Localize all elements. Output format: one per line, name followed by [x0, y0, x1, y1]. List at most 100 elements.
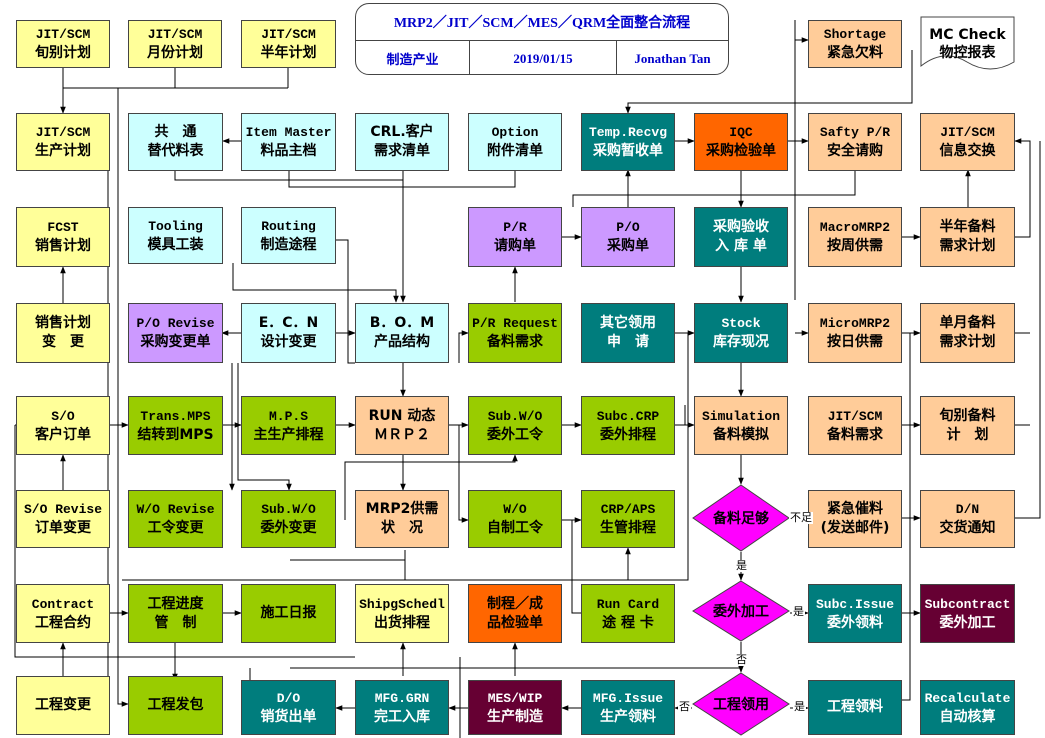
box-label-line: MC Check	[929, 27, 1006, 43]
box-label-line: JIT/SCM	[827, 408, 883, 424]
box-label-line: 模具工装	[147, 236, 204, 253]
box-label-line: Sub.W/O	[261, 502, 316, 517]
box-label-line: Simulation	[701, 408, 780, 424]
other-issue-box[interactable]: 其它领用申 请	[581, 303, 675, 363]
box-label-line: 其它领用	[600, 315, 656, 331]
no-label: 否	[735, 653, 748, 666]
pr-request-box[interactable]: P/R Request 备料需求	[468, 303, 562, 363]
box-label-line: 生产制造	[487, 708, 543, 725]
box-label-line: P/R	[503, 220, 527, 235]
box-label-line: 自制工令	[487, 520, 543, 536]
tooling-box[interactable]: Tooling 模具工装	[128, 207, 223, 264]
crl-customer-demand-box[interactable]: CRL.客户需求清单	[355, 113, 449, 171]
ten-day-material-plan-box[interactable]: 旬别备料计 划	[920, 396, 1015, 455]
box-label-line: 施工日报	[260, 605, 317, 621]
box-label-line: Tooling	[148, 218, 203, 234]
box-label-line: Subcontract	[924, 596, 1011, 612]
half-year-material-plan-box[interactable]: 半年备料需求计划	[920, 207, 1015, 267]
box-label-line: 完工入库	[374, 708, 430, 725]
sales-plan-change-box[interactable]: 销售计划变 更	[16, 303, 110, 363]
box-label-line: 委外领料	[827, 614, 883, 631]
material-enough-decision[interactable]: 备料足够	[692, 484, 790, 552]
outsource-decision[interactable]: 委外加工	[692, 580, 790, 642]
box-label-line: MRP2供需	[365, 501, 439, 517]
daily-report-box[interactable]: 施工日报	[241, 584, 336, 643]
engineering-change-box[interactable]: 工程变更	[16, 676, 110, 735]
decision-label: 工程领用	[713, 697, 769, 713]
box-label-line: 生产计划	[35, 143, 91, 159]
industry-label: 制造产业	[356, 41, 470, 74]
box-label-line: 计 划	[946, 426, 989, 443]
box-label-line: 工程发包	[147, 697, 204, 713]
box-label-line: 需求清单	[374, 143, 430, 159]
box-label-line: P/R Request	[472, 316, 558, 331]
common-substitute-box[interactable]: 共 通替代料表	[128, 113, 223, 171]
box-label-line: 交货通知	[939, 520, 996, 536]
box-label-line: 委外变更	[260, 520, 317, 536]
box-label-line: 替代料表	[147, 143, 204, 159]
box-label-line: 备料需求	[487, 334, 543, 350]
engineering-use-decision[interactable]: 工程领用	[692, 672, 790, 736]
engineering-issue-box[interactable]: 工程领料	[808, 680, 902, 735]
process-qc-box[interactable]: 制程／成品检验单	[468, 584, 562, 643]
progress-control-box[interactable]: 工程进度管 制	[128, 584, 223, 643]
box-label-line: Stock	[721, 316, 761, 331]
sub-wo-change-box[interactable]: Sub.W/O 委外变更	[241, 490, 336, 548]
mrp2-supply-demand-box[interactable]: MRP2供需状 况	[355, 490, 449, 548]
urgent-expedite-box[interactable]: 紧急催料(发送邮件)	[808, 490, 902, 548]
box-label-line: ShipgSchedl	[359, 596, 445, 612]
po-receipt-box[interactable]: 采购验收入 库 单	[694, 207, 788, 267]
box-label-line: 品检验单	[487, 614, 543, 631]
box-label-line: JIT/SCM	[261, 27, 316, 42]
monthly-material-plan-box[interactable]: 单月备料需求计划	[920, 303, 1015, 363]
box-label-line: Run Card	[596, 596, 660, 612]
box-label-line: 销售计划	[35, 315, 91, 331]
engineering-dispatch-box[interactable]: 工程发包	[128, 676, 223, 735]
